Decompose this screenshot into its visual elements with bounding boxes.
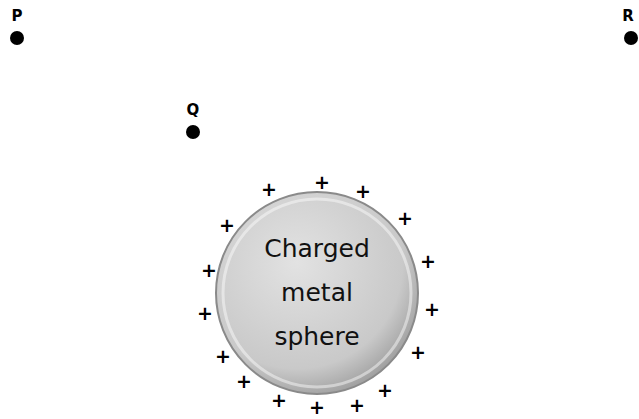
charge-sign: + — [236, 372, 252, 391]
charge-sign: + — [410, 343, 426, 362]
charge-sign: + — [201, 261, 217, 280]
metal-sphere: Charged metal sphere — [214, 190, 420, 396]
point-dot — [186, 125, 200, 139]
sphere-rim — [223, 199, 411, 387]
charge-sign: + — [219, 216, 235, 235]
charge-sign: + — [355, 182, 371, 201]
charge-sign: + — [377, 381, 393, 400]
point-label: Q — [187, 103, 200, 118]
point-dot — [624, 31, 638, 45]
charge-sign: + — [271, 391, 287, 410]
charge-sign: + — [261, 180, 277, 199]
charge-sign: + — [309, 398, 325, 417]
charge-sign: + — [349, 396, 365, 415]
charge-sign: + — [397, 209, 413, 228]
sphere-label: Charged metal sphere — [252, 227, 382, 358]
point-label: R — [622, 9, 634, 24]
point-dot — [10, 31, 24, 45]
charge-sign: + — [215, 347, 231, 366]
point-label: P — [12, 9, 23, 24]
sphere-body — [216, 192, 418, 394]
charge-sign: + — [420, 252, 436, 271]
charge-sign: + — [314, 173, 330, 192]
charge-sign: + — [424, 300, 440, 319]
charge-sign: + — [197, 304, 213, 323]
